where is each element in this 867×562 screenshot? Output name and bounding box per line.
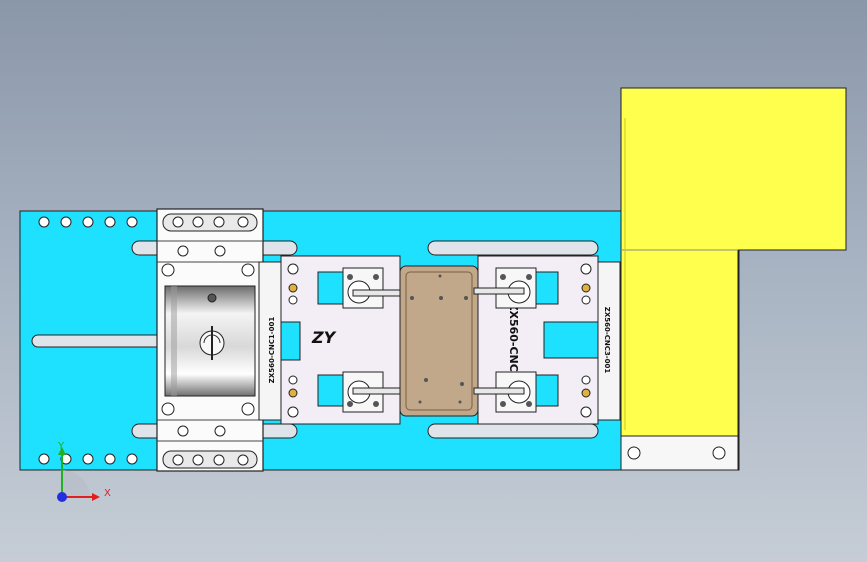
left-block-label: ZX560-CNC1-001 — [268, 317, 276, 384]
fixture-plate-right[interactable]: ZX560-CNC3 — [473, 255, 599, 425]
right-block-label: ZX560-CNC3-001 — [603, 307, 611, 374]
clamp-top-right[interactable] — [473, 267, 537, 309]
fixture-plate-left[interactable]: ZY — [280, 255, 404, 425]
x-axis-label: X — [104, 488, 111, 499]
center-plate-label: ZX560-CNC3 — [507, 303, 520, 380]
workpiece[interactable] — [399, 265, 479, 417]
zy-logo: ZY — [311, 328, 337, 347]
motor-body[interactable] — [620, 87, 847, 471]
clamp-top-left[interactable] — [342, 267, 404, 309]
base-holes-bottom — [38, 453, 138, 465]
clamp-bottom-right[interactable] — [473, 371, 537, 413]
right-label-block[interactable]: ZX560-CNC3-001 — [597, 261, 621, 421]
coordinate-triad: X Y — [57, 441, 111, 502]
clamp-bottom-left[interactable] — [342, 371, 404, 413]
left-clamp-block[interactable] — [156, 208, 264, 472]
base-holes-top — [38, 216, 138, 228]
y-axis-label: Y — [57, 441, 65, 452]
origin-marker — [57, 492, 67, 502]
rotary-cylinder[interactable] — [164, 285, 256, 397]
left-label-block[interactable]: ZX560-CNC1-001 — [258, 261, 282, 421]
